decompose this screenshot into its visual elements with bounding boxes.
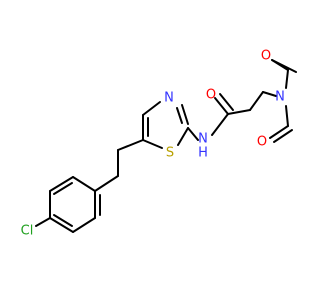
bond	[72, 176, 96, 192]
atom-n-thiazole: N	[164, 91, 174, 106]
bond	[117, 139, 144, 151]
atom-o-imide-bottom: O	[257, 135, 267, 150]
bond	[53, 214, 73, 227]
bond	[227, 109, 251, 115]
atom-h-amide: H	[198, 146, 208, 161]
bond	[262, 91, 277, 97]
atom-cl: Cl	[21, 224, 34, 239]
bond	[142, 139, 163, 149]
bond	[35, 217, 51, 227]
bond	[187, 127, 199, 141]
atom-n-amide: N	[198, 132, 208, 147]
bond	[181, 104, 189, 125]
atom-n-imide: N	[275, 90, 285, 105]
atom-label-layer: N H N S O N O O Cl	[21, 49, 285, 239]
atom-s-thiazole: S	[166, 146, 174, 161]
bond	[271, 59, 297, 73]
bond	[176, 107, 183, 124]
bond-layer	[35, 59, 297, 233]
bond	[94, 175, 119, 192]
bond	[273, 129, 293, 143]
bond	[211, 113, 229, 136]
bond	[285, 69, 289, 89]
bond	[49, 176, 74, 192]
bond	[214, 97, 229, 115]
molecule-structure: N H N S O N O O Cl	[21, 49, 297, 239]
bond	[219, 93, 234, 111]
bond	[269, 125, 289, 139]
bond	[177, 127, 189, 146]
atom-o-amide: O	[206, 88, 216, 103]
bond	[285, 105, 289, 127]
bond	[142, 101, 161, 116]
bond	[72, 217, 96, 233]
atom-o-imide-top: O	[261, 49, 271, 64]
bond	[49, 217, 74, 233]
bond	[53, 182, 73, 195]
bond	[249, 91, 264, 111]
